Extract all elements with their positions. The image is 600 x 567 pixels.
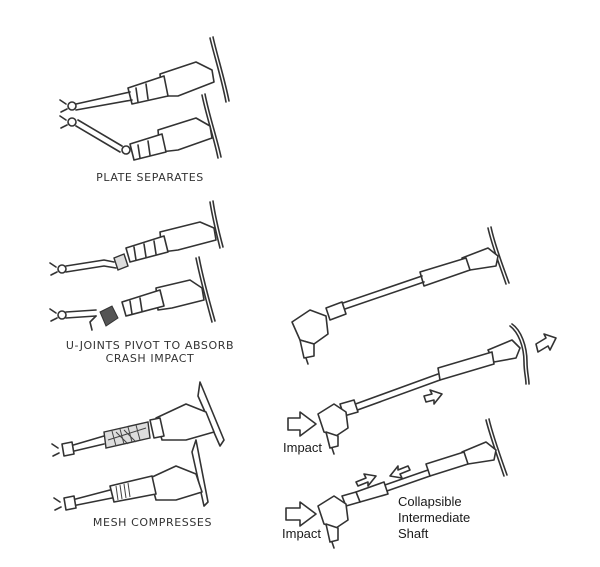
label-shaft-line1: Collapsible xyxy=(398,494,462,509)
caption-ujoints-line2: CRASH IMPACT xyxy=(105,352,195,365)
caption-plate-separates: PLATE SEPARATES xyxy=(96,171,204,184)
label-collapsible-shaft: Collapsible Intermediate Shaft xyxy=(398,494,470,542)
hollow-arrow-icon xyxy=(535,333,557,353)
right-column-normal xyxy=(291,226,510,365)
caption-ujoints-line1: U-JOINTS PIVOT TO ABSORB xyxy=(65,339,235,352)
right-column-collapsed xyxy=(317,418,508,549)
plate-column-lower xyxy=(59,93,222,161)
hollow-arrow-icon xyxy=(423,389,443,405)
plate-column-upper xyxy=(59,36,230,113)
ujoint-column-upper xyxy=(49,200,224,276)
caption-mesh-compresses: MESH COMPRESSES xyxy=(92,516,213,529)
right-column-impact xyxy=(317,323,530,455)
hollow-arrow-icon xyxy=(355,473,377,487)
hollow-arrow-icon xyxy=(285,501,317,527)
label-impact-middle: Impact xyxy=(283,440,323,455)
hollow-arrow-icon xyxy=(389,465,411,479)
mesh-column-lower xyxy=(53,439,209,511)
mesh-column-upper xyxy=(51,381,225,457)
hollow-arrow-icon xyxy=(287,411,317,437)
label-shaft-line3: Shaft xyxy=(398,526,429,541)
ujoint-column-lower xyxy=(49,256,216,331)
label-shaft-line2: Intermediate xyxy=(398,510,471,525)
label-impact-bottom: Impact xyxy=(282,526,322,541)
caption-ujoints: U-JOINTS PIVOT TO ABSORB CRASH IMPACT xyxy=(40,339,260,365)
